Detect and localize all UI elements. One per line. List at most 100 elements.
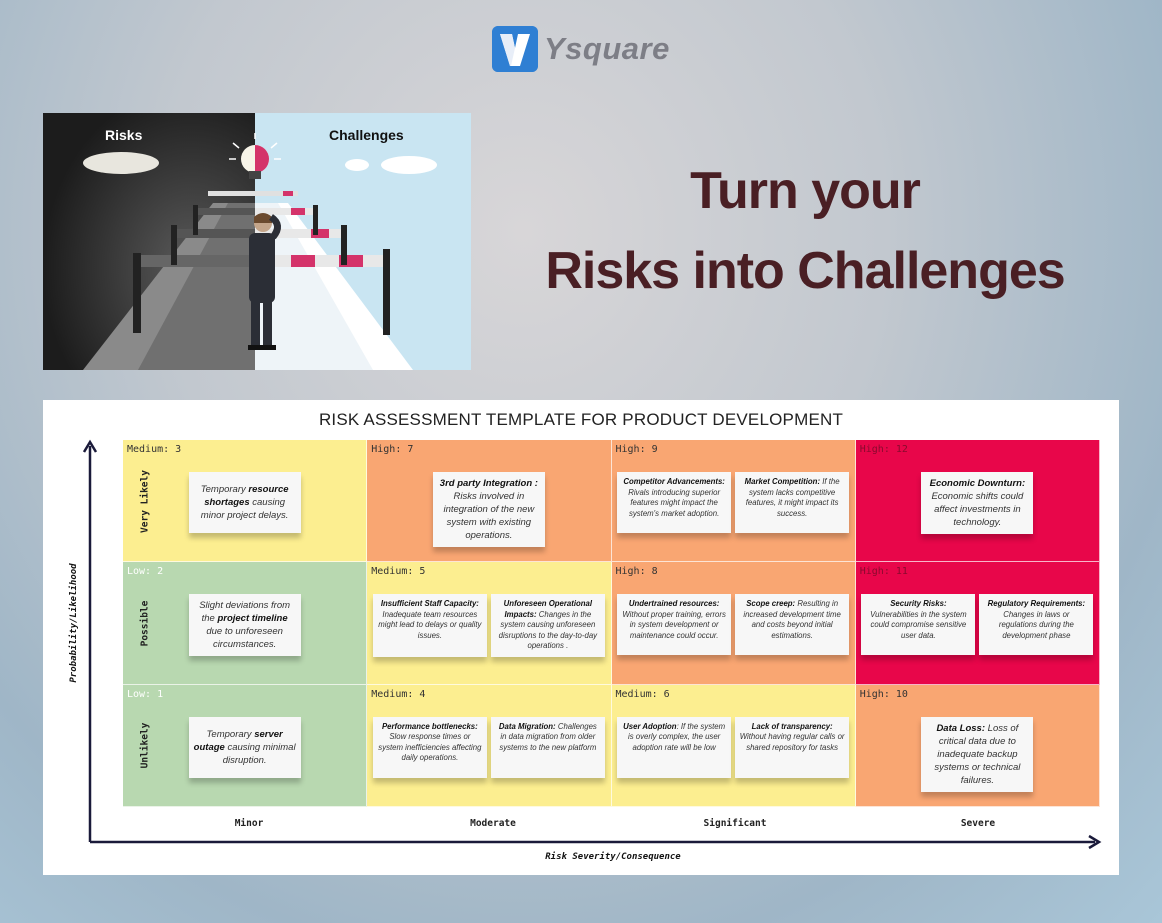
note-text-post: Vulnerabilities in the system could comp… <box>870 609 967 640</box>
col-label-minor: Minor <box>234 818 264 829</box>
note-text-post: due to unforeseen circumstances. <box>206 626 283 651</box>
cell-risk-score: Medium: 6 <box>615 688 670 700</box>
note-text: Performance bottlenecks: Slow response t… <box>378 722 481 763</box>
matrix-cell: Low: 2 Slight deviations from the project… <box>123 562 368 685</box>
cell-risk-score: Low: 1 <box>127 688 164 700</box>
note-text-post: causing minimal disruption. <box>222 741 296 766</box>
note-text-bold: Market Competition: <box>744 477 821 486</box>
risk-matrix-card: RISK ASSESSMENT TEMPLATE FOR PRODUCT DEV… <box>43 400 1119 875</box>
cell-risk-score: High: 7 <box>371 444 414 455</box>
cell-risk-score: Low: 2 <box>127 566 164 578</box>
challenges-label: Challenges <box>329 127 404 143</box>
cell-risk-score: High: 12 <box>859 444 908 455</box>
note-text-post: Changes in the system causing unforeseen… <box>498 609 598 651</box>
sticky-note: Temporary resource shortages causing min… <box>188 472 301 533</box>
note-text: Temporary resource shortages causing min… <box>193 483 297 522</box>
sticky-notes: Insufficient Staff Capacity: Inadequate … <box>367 594 610 657</box>
col-label-severe: Severe <box>960 818 996 829</box>
note-text-post: causing minor project delays. <box>200 497 289 521</box>
x-axis-title: Risk Severity/Consequence <box>545 852 681 862</box>
col-label-moderate: Moderate <box>470 818 516 829</box>
sticky-note: Slight deviations from the project timel… <box>188 594 301 657</box>
sticky-note: Market Competition: If the system lacks … <box>735 472 850 533</box>
y-axis-title: Probability/Likelihood <box>69 563 79 683</box>
sticky-note: Performance bottlenecks: Slow response t… <box>372 716 487 778</box>
matrix-cell: Medium: 5 Insufficient Staff Capacity: In… <box>367 562 612 685</box>
sticky-note: Temporary server outage causing minimal … <box>188 716 301 778</box>
note-text-bold: Insufficient Staff Capacity: <box>380 599 479 609</box>
sticky-notes: Temporary resource shortages causing min… <box>123 472 366 533</box>
note-text-post: Without having regular calls or shared r… <box>739 732 845 752</box>
sticky-note: Security Risks: Vulnerabilities in the s… <box>861 594 976 656</box>
sticky-note: Data Loss: Loss of critical data due to … <box>921 716 1034 792</box>
cell-risk-score: Medium: 3 <box>127 444 182 455</box>
sticky-notes: Temporary server outage causing minimal … <box>123 716 366 778</box>
note-text-bold: Economic Downturn: <box>929 478 1026 489</box>
matrix-cell: High: 10 Data Loss: Loss of critical data… <box>855 684 1100 807</box>
note-text: User Adoption: If the system is overly c… <box>623 722 725 752</box>
note-text-post: Risks involved in integration of the new… <box>443 491 535 541</box>
note-text: Undertrained resources: Without proper t… <box>622 599 726 640</box>
row-label-unlikely: Unlikely <box>139 722 151 769</box>
note-text: Regulatory Requirements: Changes in laws… <box>988 599 1085 640</box>
matrix-axes <box>82 439 1102 850</box>
note-text-post: : If the system is overly complex, the u… <box>627 721 726 752</box>
cell-risk-score: High: 10 <box>859 688 908 700</box>
sticky-notes: Performance bottlenecks: Slow response t… <box>367 716 610 778</box>
note-text-bold: Undertrained resources: <box>628 599 720 609</box>
note-text: Temporary server outage causing minimal … <box>193 728 297 767</box>
sticky-notes: Data Loss: Loss of critical data due to … <box>856 716 1099 792</box>
note-text-bold: Regulatory Requirements: <box>987 599 1086 609</box>
matrix-cell: Low: 1 Temporary server outage causing mi… <box>123 684 368 807</box>
brand-name: Ysquare <box>544 31 670 66</box>
note-text-post: Inadequate team resources might lead to … <box>378 609 482 640</box>
sticky-note: Regulatory Requirements: Changes in laws… <box>979 594 1094 656</box>
note-text-post: Changes in laws or regulations during th… <box>998 609 1074 640</box>
sticky-note: Lack of transparency: Without having reg… <box>735 716 850 778</box>
note-text-pre: Slight deviations from the <box>199 600 291 625</box>
note-text: Unforeseen Operational Impacts: Changes … <box>499 599 597 650</box>
matrix-cell: High: 7 3rd party Integration : Risks inv… <box>367 440 612 563</box>
sticky-note: Economic Downturn: Economic shifts could… <box>921 472 1034 534</box>
note-text-bold: resource shortages <box>204 484 289 508</box>
note-text-post: Slow response times or system inefficien… <box>378 732 482 763</box>
cell-risk-score: High: 11 <box>859 566 908 578</box>
note-text-bold: server outage <box>193 728 283 753</box>
note-text-bold: Lack of transparency: <box>751 721 833 731</box>
sticky-note: Undertrained resources: Without proper t… <box>617 594 732 656</box>
col-label-significant: Significant <box>703 818 767 829</box>
note-text-bold: project timeline <box>217 613 288 625</box>
note-text-bold: Scope creep: <box>746 599 796 609</box>
matrix-cell: Medium: 6 User Adoption: If the system is… <box>611 684 856 807</box>
headline-line-1: Turn your <box>690 162 921 220</box>
note-text-post: Resulting in increased development time … <box>743 599 841 640</box>
sticky-note: 3rd party Integration : Risks involved i… <box>432 472 545 547</box>
sticky-notes: Slight deviations from the project timel… <box>123 594 366 657</box>
sticky-note: Data Migration: Challenges in data migra… <box>490 716 605 778</box>
note-text: Data Loss: Loss of critical data due to … <box>925 722 1029 787</box>
note-text: Scope creep: Resulting in increased deve… <box>743 599 841 640</box>
note-text-post: Rivals introducing superior features mig… <box>628 487 721 518</box>
sticky-note: Competitor Advancements: Rivals introduc… <box>617 472 732 533</box>
note-text-bold: Unforeseen Operational Impacts: <box>503 599 593 619</box>
note-text-bold: Competitor Advancements: <box>623 477 725 486</box>
matrix-cell: Medium: 3 Temporary resource shortages ca… <box>123 440 368 563</box>
note-text-post: Loss of critical data due to inadequate … <box>934 722 1021 786</box>
row-label-possible: Possible <box>139 600 151 647</box>
matrix-cell: High: 12 Economic Downturn: Economic shif… <box>855 440 1100 563</box>
sticky-note: User Adoption: If the system is overly c… <box>617 716 732 778</box>
note-text: 3rd party Integration : Risks involved i… <box>437 477 541 542</box>
note-text: Security Risks: Vulnerabilities in the s… <box>870 599 967 640</box>
risk-matrix-grid: Medium: 3 Temporary resource shortages ca… <box>123 440 1100 807</box>
note-text: Insufficient Staff Capacity: Inadequate … <box>378 599 481 640</box>
sticky-notes: Economic Downturn: Economic shifts could… <box>856 472 1099 534</box>
sticky-note: Scope creep: Resulting in increased deve… <box>735 594 850 656</box>
note-text-pre: Temporary <box>200 484 249 495</box>
cell-risk-score: Medium: 5 <box>371 566 426 578</box>
risks-label: Risks <box>105 127 143 143</box>
note-text: Competitor Advancements: Rivals introduc… <box>623 477 725 518</box>
brand-logo: Ysquare <box>492 26 670 72</box>
note-text: Economic Downturn: Economic shifts could… <box>925 477 1029 529</box>
sticky-note: Insufficient Staff Capacity: Inadequate … <box>372 594 487 657</box>
